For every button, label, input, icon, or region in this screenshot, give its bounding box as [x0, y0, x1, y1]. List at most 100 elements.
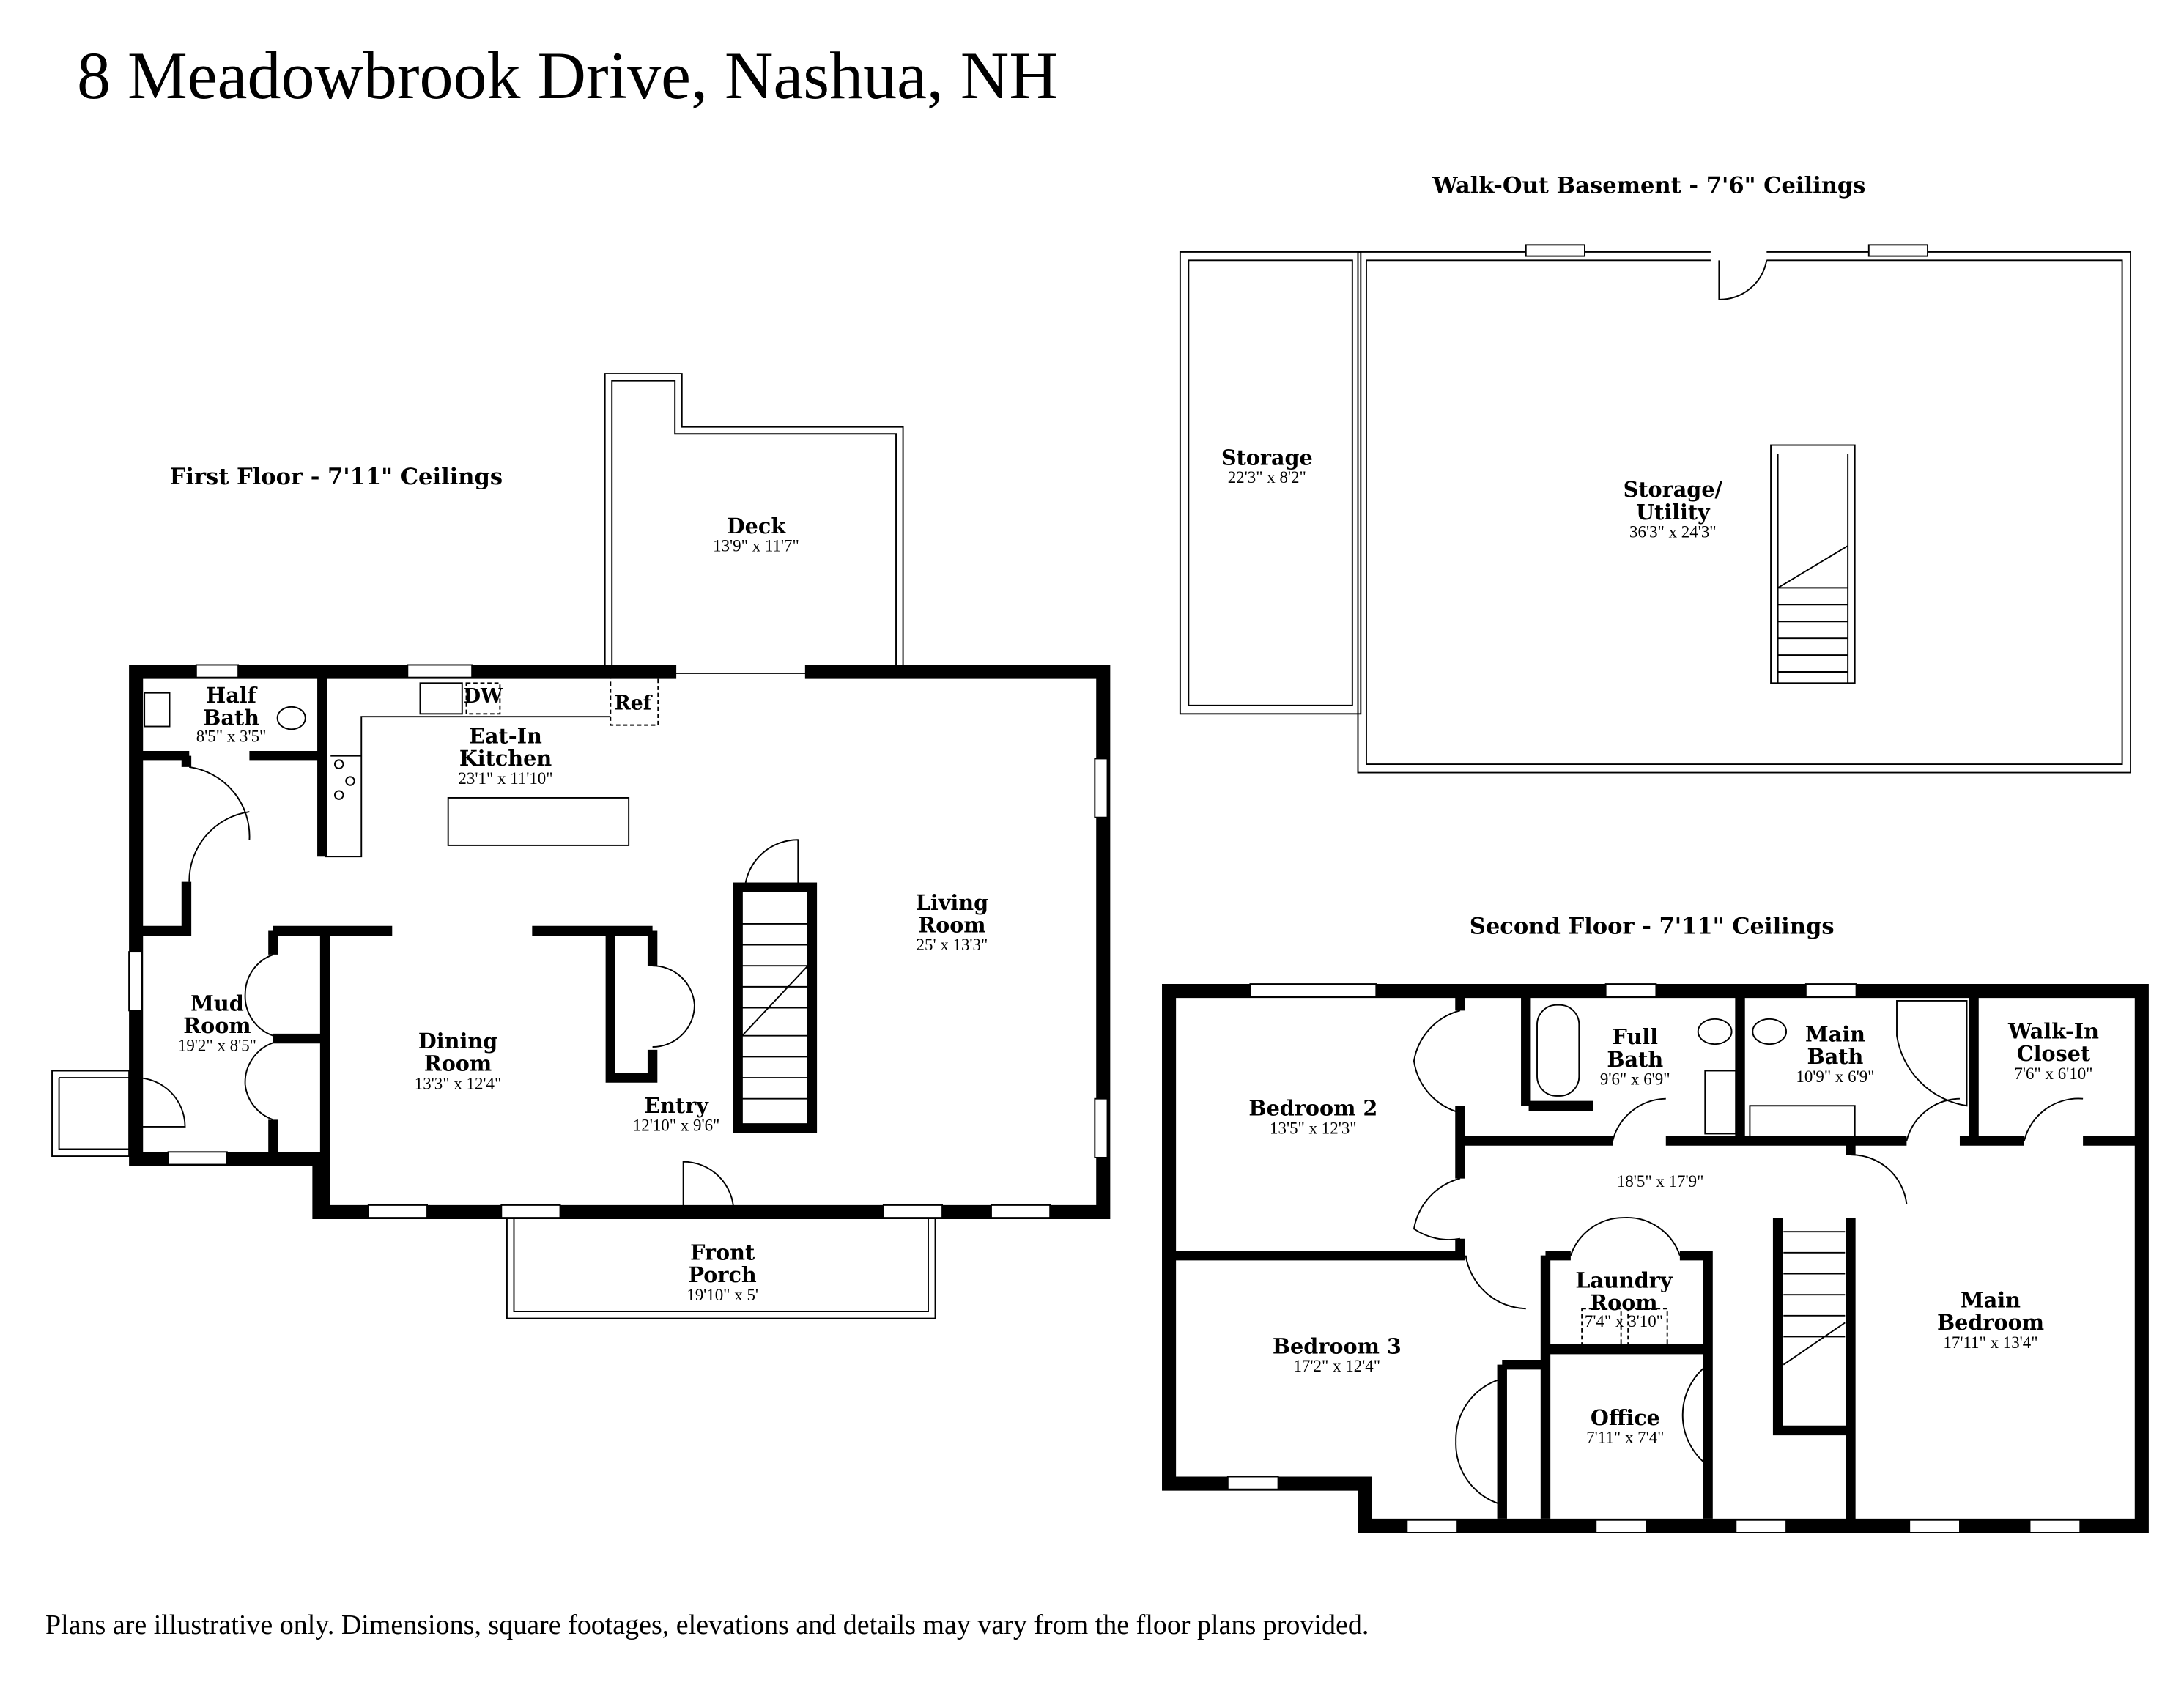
window [990, 1204, 1051, 1219]
room-name: Storage [1221, 445, 1313, 470]
corner-shower [1896, 1000, 1968, 1107]
room-dims: 23'1" x 11'10" [458, 769, 552, 788]
kitchen-counter [325, 716, 611, 858]
basement-door [1718, 260, 1768, 300]
room-dims: 7'11" x 7'4" [1586, 1429, 1664, 1447]
window [367, 1204, 428, 1219]
room-dims: 9'6" x 6'9" [1600, 1070, 1670, 1089]
appliance-label: Ref [615, 692, 653, 715]
side-stoop [51, 1070, 130, 1157]
washer [1581, 1308, 1622, 1349]
room-dims: 22'3" x 8'2" [1228, 468, 1306, 486]
window [1094, 758, 1108, 818]
room-name: Bedroom 3 [1273, 1333, 1402, 1358]
window [1909, 1519, 1961, 1533]
first-floor-label: First Floor - 7'11" Ceilings [170, 464, 503, 490]
dryer [1627, 1308, 1668, 1349]
room-dims: 8'5" x 3'5" [196, 728, 267, 746]
room-dims: 13'3" x 12'4" [415, 1074, 502, 1092]
first-floor-stairs [733, 882, 818, 1133]
room-name: Room [918, 912, 985, 937]
room-name: Bedroom 2 [1248, 1096, 1377, 1121]
room-name: Room [424, 1051, 492, 1076]
room-name: Kitchen [459, 746, 552, 771]
dishwasher [465, 682, 501, 715]
porch-outline [506, 1212, 936, 1319]
room-name: Closet [2017, 1041, 2091, 1066]
window [167, 1151, 228, 1166]
room-name: Bath [1607, 1047, 1663, 1072]
room-dims: 19'10" x 5' [686, 1286, 758, 1304]
front-door [682, 1160, 735, 1213]
room-name: Bedroom [1937, 1310, 2044, 1335]
window [1094, 1097, 1108, 1158]
stove-icon [333, 759, 344, 769]
second-floor-exterior-walls [1162, 984, 2149, 1533]
kitchen-sink [419, 682, 463, 715]
room-dims: 17'11" x 13'4" [1943, 1333, 2037, 1352]
room-dims: 7'4" x 3'10" [1585, 1312, 1663, 1330]
room-name: Main [1805, 1021, 1865, 1046]
window [1735, 1519, 1788, 1533]
utility-outline [1357, 251, 2132, 774]
window [407, 664, 473, 678]
room-dims: 12'10" x 9'6" [633, 1117, 720, 1135]
second-floor-interior-walls [1173, 996, 2139, 1523]
room-name: Mud [190, 991, 244, 1015]
page-title: 8 Meadowbrook Drive, Nashua, NH [77, 38, 1058, 113]
room-dims: 13'5" x 12'3" [1270, 1119, 1357, 1137]
room-name: Porch [689, 1262, 757, 1287]
room-name: Laundry [1575, 1268, 1673, 1293]
stair-treads [1777, 453, 1849, 684]
window [1525, 244, 1585, 257]
room-name: Full [1613, 1024, 1659, 1049]
room-name: Utility [1636, 500, 1711, 525]
mud-room-door [188, 766, 251, 882]
window [882, 1204, 944, 1219]
room-dims: 10'9" x 6'9" [1796, 1067, 1874, 1086]
kitchen-island [447, 797, 630, 846]
window [1226, 1476, 1279, 1490]
room-name: Deck [727, 514, 786, 538]
second-floor-stairs [1783, 1231, 1846, 1366]
room-name: Eat-In [469, 723, 542, 748]
basement-label: Walk-Out Basement - 7'6" Ceilings [1432, 173, 1865, 199]
hallway-dims: 18'5" x 17'9" [1617, 1172, 1704, 1191]
basement-stairs [1770, 444, 1856, 684]
deck-outline [604, 373, 904, 670]
second-floor-label: Second Floor - 7'11" Ceilings [1470, 913, 1835, 939]
storage-outline [1179, 251, 1362, 715]
stair-treads [741, 922, 809, 1100]
room-dims: 13'9" x 11'7" [713, 537, 799, 555]
room-name: Room [183, 1013, 251, 1038]
half-bath-sink [144, 692, 171, 728]
window [1604, 983, 1657, 998]
room-name: Half [206, 683, 257, 708]
first-floor-interior-walls [136, 677, 658, 1207]
toilet [1697, 1018, 1733, 1045]
second-floor-plan: Second Floor - 7'11" Ceilings Bedroom 2 … [1162, 913, 2149, 1533]
room-name: Office [1591, 1405, 1660, 1430]
window [1406, 1519, 1459, 1533]
vanity [1704, 1070, 1737, 1135]
closet-door [652, 965, 695, 1048]
double-vanity [1749, 1105, 1856, 1141]
window [1249, 983, 1377, 998]
room-name: Front [690, 1240, 755, 1265]
window [1867, 244, 1928, 257]
stair-door [744, 839, 799, 888]
room-name: Walk-In [2007, 1019, 2099, 1044]
window [1804, 983, 1857, 998]
window [500, 1204, 561, 1219]
half-bath-toilet [276, 706, 306, 730]
room-name: Dining [418, 1029, 497, 1054]
disclaimer: Plans are illustrative only. Dimensions,… [45, 1610, 1369, 1640]
room-dims: 19'2" x 8'5" [178, 1037, 256, 1055]
room-name: Bath [203, 706, 259, 730]
deck-outline-inner [611, 380, 897, 670]
room-dims: 17'2" x 12'4" [1294, 1357, 1381, 1375]
toilet [1752, 1018, 1788, 1045]
basement-plan: Walk-Out Basement - 7'6" Ceilings Storag… [1179, 173, 2132, 774]
second-floor-doors [1413, 1010, 2084, 1506]
